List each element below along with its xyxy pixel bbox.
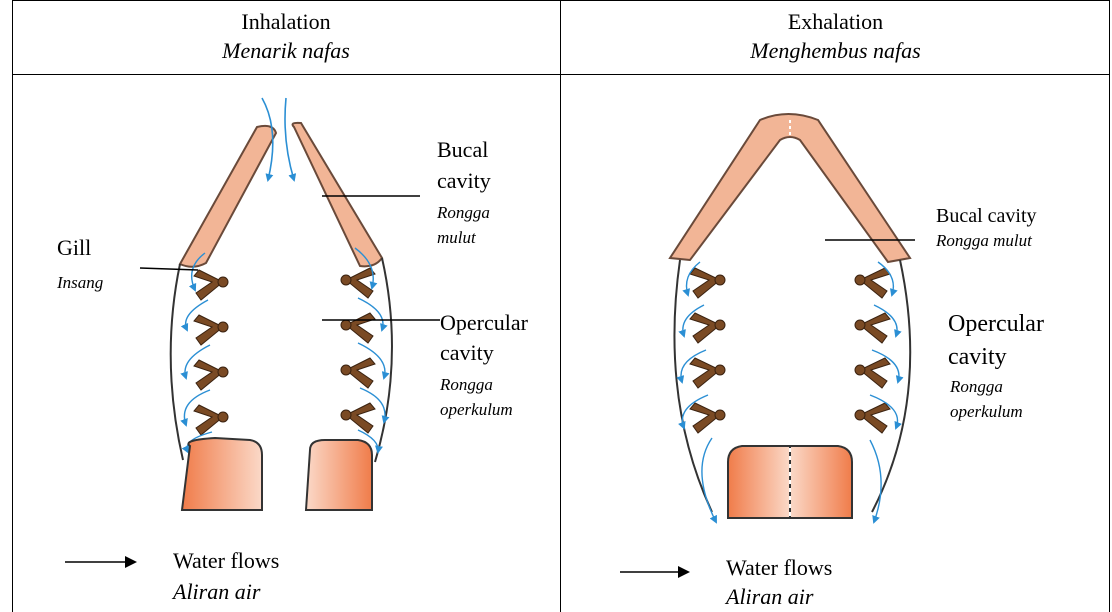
label-opercular-exhale: Opercular cavity xyxy=(948,308,1044,374)
inflow-arrow-right xyxy=(285,98,294,180)
legend-label-inhale: Water flows xyxy=(173,548,279,574)
gills-right xyxy=(341,268,375,433)
label-bucal-exhale: Bucal cavity xyxy=(936,203,1037,229)
label-bucal-ms-inhale: Rongga mulut xyxy=(437,200,490,250)
label-opercular-ms-exhale: Rongga operkulum xyxy=(950,374,1023,424)
operculum-flap-left xyxy=(728,446,790,518)
gills-left xyxy=(690,268,725,433)
opercular-wall-left xyxy=(674,260,712,512)
label-opercular-inhale: Opercular cavity xyxy=(440,308,528,368)
legend-label-ms-inhale: Aliran air xyxy=(173,579,260,605)
operculum-flap-left xyxy=(182,438,262,510)
legend-label-ms-exhale: Aliran air xyxy=(726,584,813,610)
label-opercular-ms-inhale: Rongga operkulum xyxy=(440,372,513,422)
opercular-wall-left xyxy=(171,264,183,460)
legend-label-exhale: Water flows xyxy=(726,555,832,581)
bucal-wall-left xyxy=(180,126,276,267)
label-gill: Gill xyxy=(57,235,91,261)
bucal-wall-right xyxy=(293,123,382,267)
opercular-wall-right xyxy=(375,258,392,462)
leader-gill xyxy=(140,268,198,270)
operculum-flap-right xyxy=(790,446,852,518)
gill-flow-arrows-left xyxy=(681,262,716,522)
operculum-flap-right xyxy=(306,440,372,510)
exhalation-diagram xyxy=(670,114,915,522)
label-bucal-ms-exhale: Rongga mulut xyxy=(936,230,1032,252)
label-gill-ms: Insang xyxy=(57,272,103,294)
opercular-wall-right xyxy=(872,260,910,512)
label-bucal-inhale: Bucal cavity xyxy=(437,134,491,196)
gills-left xyxy=(194,270,228,435)
inhalation-diagram xyxy=(140,98,440,510)
